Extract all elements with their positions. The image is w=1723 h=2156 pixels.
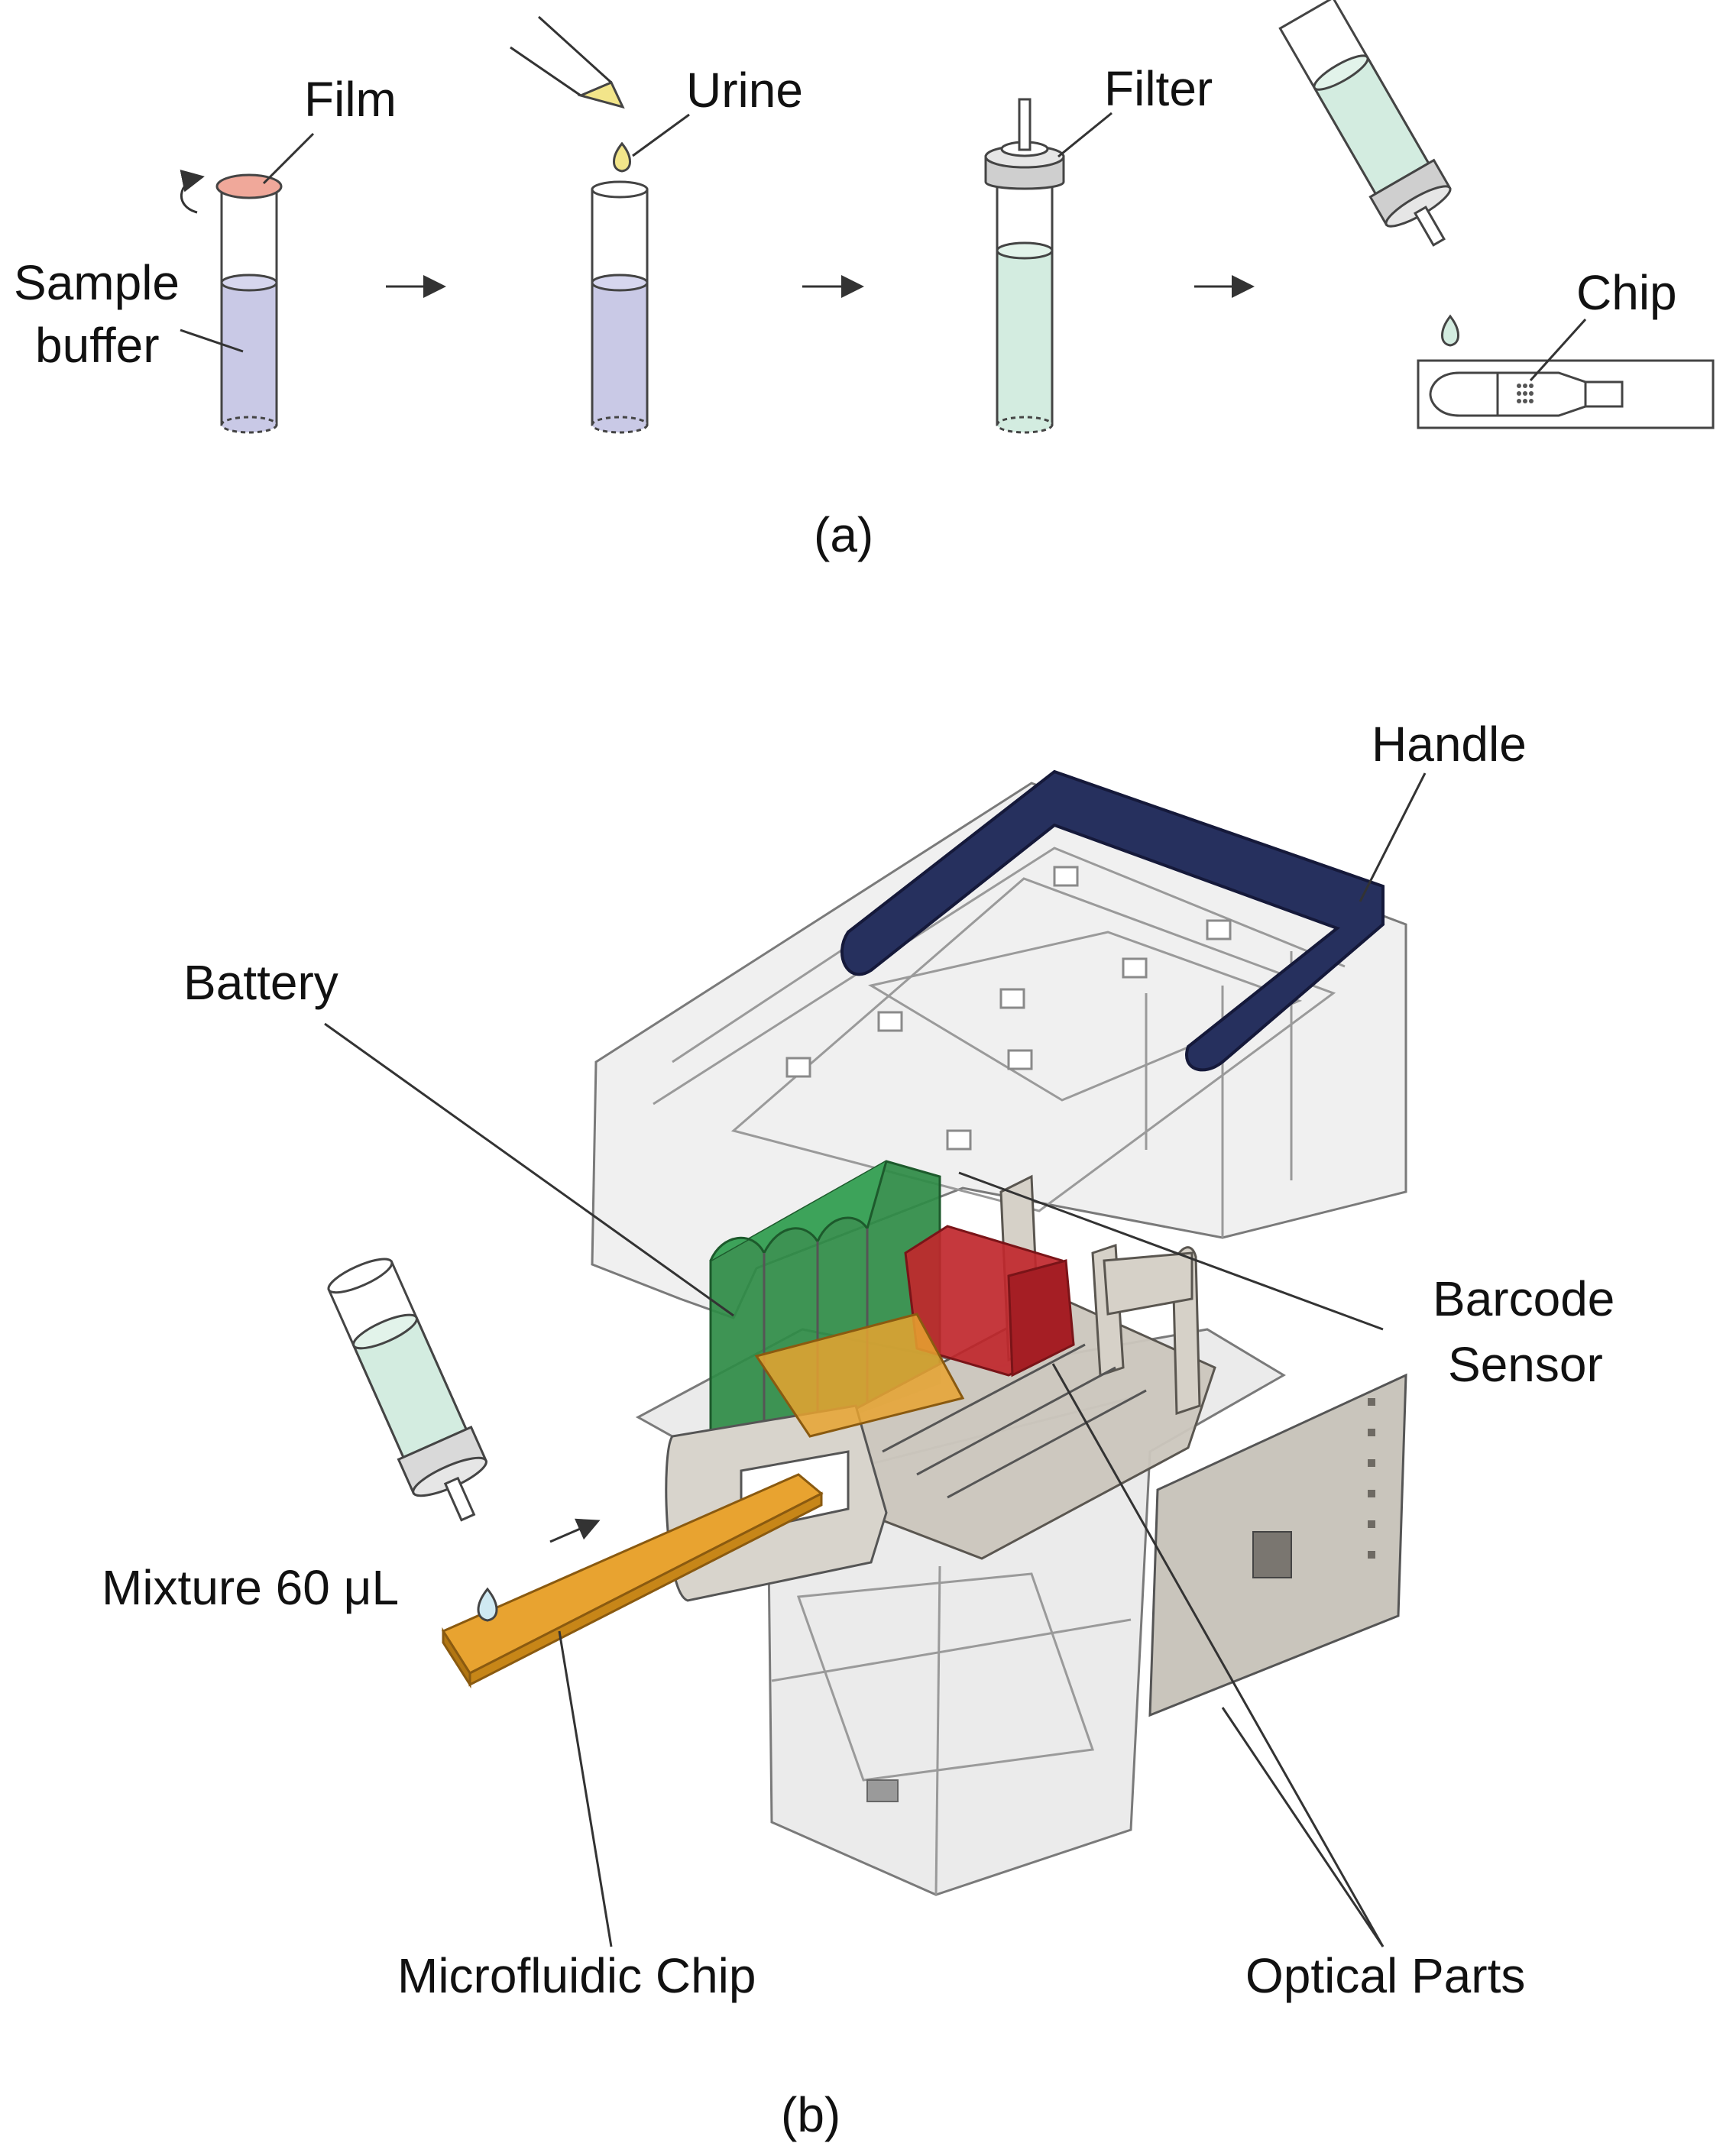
barcode-sensor-leader xyxy=(958,1171,1384,1331)
battery-leader xyxy=(324,1022,734,1317)
film-seal xyxy=(215,173,283,199)
microfluidic-chip-leader xyxy=(558,1630,613,1947)
film-label: Film xyxy=(304,72,397,127)
handle xyxy=(840,769,1385,1072)
handle-label: Handle xyxy=(1372,717,1527,772)
filter-label: Filter xyxy=(1104,61,1213,116)
film-leader xyxy=(262,132,315,185)
panel-a-caption: (a) xyxy=(814,507,873,562)
panel-b-caption: (b) xyxy=(781,2087,840,2142)
optical-parts-leader-1 xyxy=(1051,1363,1385,1947)
mixture-drop xyxy=(477,1587,498,1622)
pipette-icon xyxy=(510,15,631,173)
barcode-sensor-label-line1: Barcode xyxy=(1433,1271,1615,1326)
inner-mechanism xyxy=(831,1174,1216,1560)
microfluidic-chip xyxy=(441,1313,965,1689)
urine-leader xyxy=(632,113,690,157)
sample-buffer-label-line1: Sample xyxy=(14,255,180,310)
optical-parts-leader-2 xyxy=(1221,1707,1385,1947)
panel-a: Film Sample buffer Urine xyxy=(14,0,1715,562)
barcode-sensor-label-line2: Sensor xyxy=(1448,1337,1603,1392)
handle-leader xyxy=(1359,772,1427,902)
sample-buffer-tube xyxy=(180,170,283,434)
optical-parts-label: Optical Parts xyxy=(1245,1948,1525,2003)
chip-diagram xyxy=(1417,359,1715,429)
mixture-drop-a xyxy=(1441,314,1459,347)
chip-leader xyxy=(1529,318,1587,382)
filter-tube xyxy=(984,98,1065,434)
main-board xyxy=(1148,1373,1407,1717)
microfluidic-chip-label: Microfluidic Chip xyxy=(397,1948,756,2003)
battery-label: Battery xyxy=(183,955,338,1010)
insert-arrow xyxy=(549,1518,601,1543)
sample-buffer-leader xyxy=(180,329,244,353)
sample-buffer-label-line2: buffer xyxy=(35,318,160,373)
filter-leader xyxy=(1057,112,1113,158)
mixture-tube xyxy=(327,1258,488,1522)
urine-drop xyxy=(613,141,631,173)
urine-label: Urine xyxy=(686,63,803,118)
panel-b: Handle Battery Barcode Sensor Mixture 60… xyxy=(102,717,1615,2142)
urine-tube xyxy=(591,180,649,434)
mixture-label: Mixture 60 μL xyxy=(102,1560,399,1615)
chip-label: Chip xyxy=(1576,265,1677,320)
dispensing-tube xyxy=(1278,0,1452,247)
